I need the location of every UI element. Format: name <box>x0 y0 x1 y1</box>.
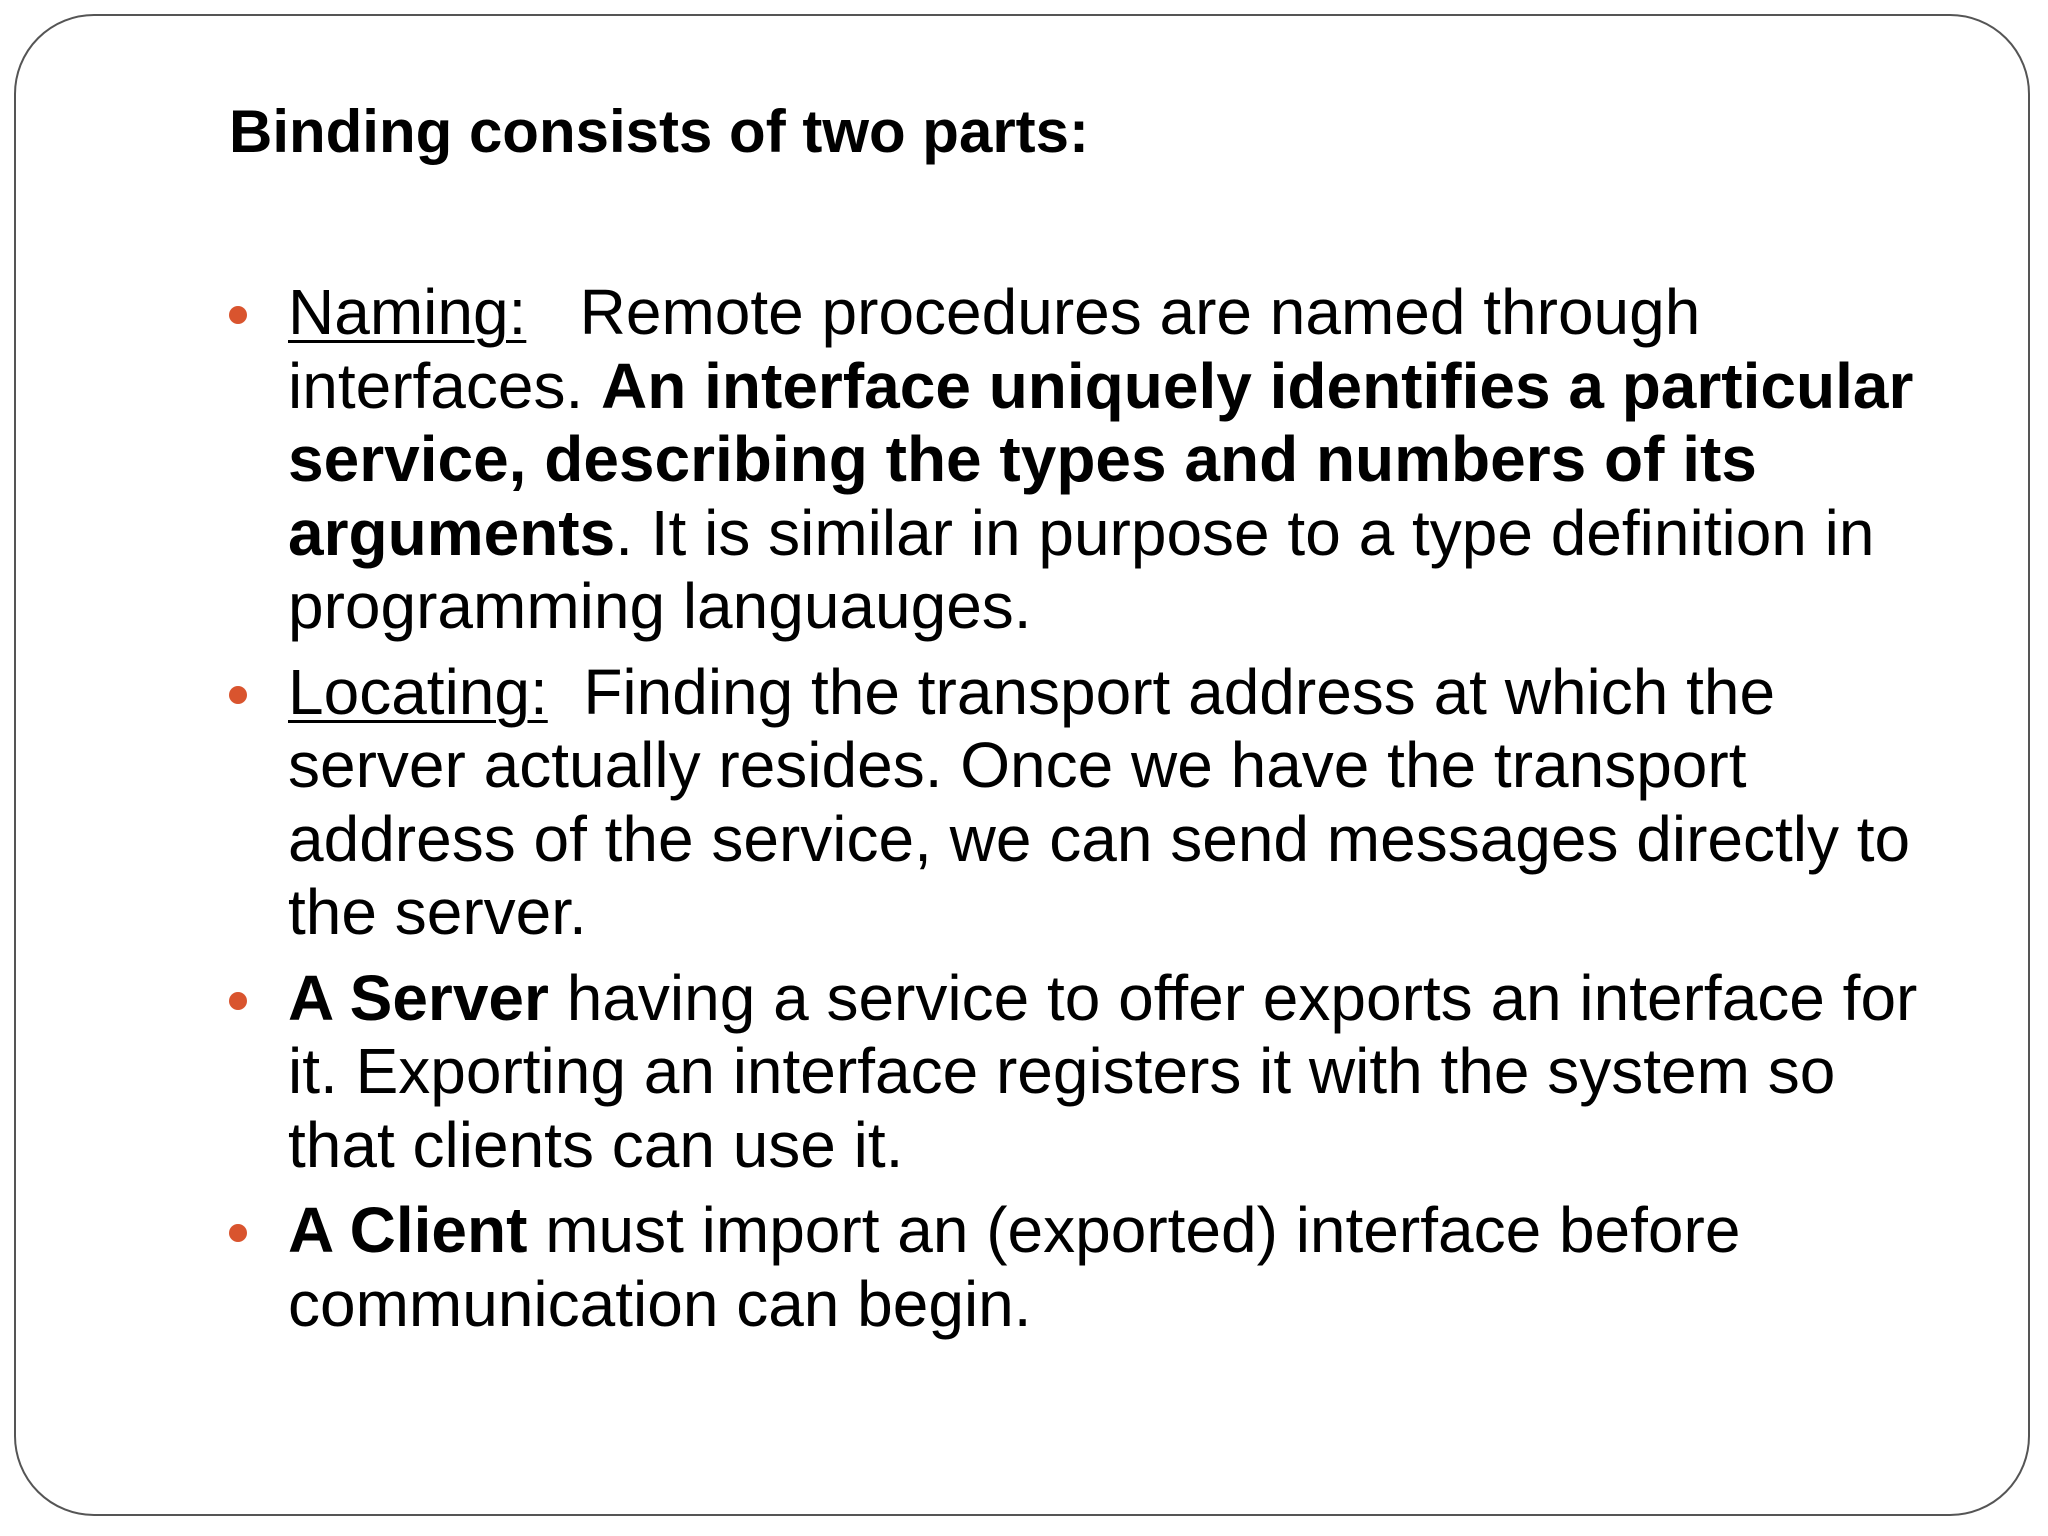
bullet-dot-icon <box>229 1224 247 1242</box>
locating-gap <box>548 656 584 728</box>
bullet-client: A Client must import an (exported) inter… <box>229 1194 1929 1341</box>
slide-frame <box>14 14 2030 1516</box>
naming-term: Naming: <box>288 276 527 348</box>
bullet-list: Naming: Remote procedures are named thro… <box>229 276 1929 1353</box>
bullet-locating: Locating: Finding the transport address … <box>229 656 1929 950</box>
client-text: must import an (exported) interface befo… <box>288 1194 1741 1340</box>
naming-gap <box>526 276 579 348</box>
naming-text-end: . It is similar in purpose to a type def… <box>288 496 1875 643</box>
bullet-dot-icon <box>229 991 247 1010</box>
locating-term: Locating: <box>288 655 548 728</box>
client-term: A Client <box>288 1194 528 1266</box>
naming-text: Remote procedures are named through inte… <box>288 276 1701 422</box>
bullet-server: A Server having a service to offer expor… <box>229 962 1929 1183</box>
bullet-dot-icon <box>229 685 247 704</box>
server-term: A Server <box>288 961 549 1034</box>
slide-title: Binding consists of two parts: <box>229 98 1090 165</box>
bullet-dot-icon <box>229 306 247 324</box>
naming-bold-text: An interface uniquely identifies a parti… <box>288 349 1914 569</box>
bullet-naming: Naming: Remote procedures are named thro… <box>229 276 1929 644</box>
locating-text: Finding the transport address at which t… <box>288 655 1911 949</box>
server-text: having a service to offer exports an int… <box>288 961 1918 1181</box>
